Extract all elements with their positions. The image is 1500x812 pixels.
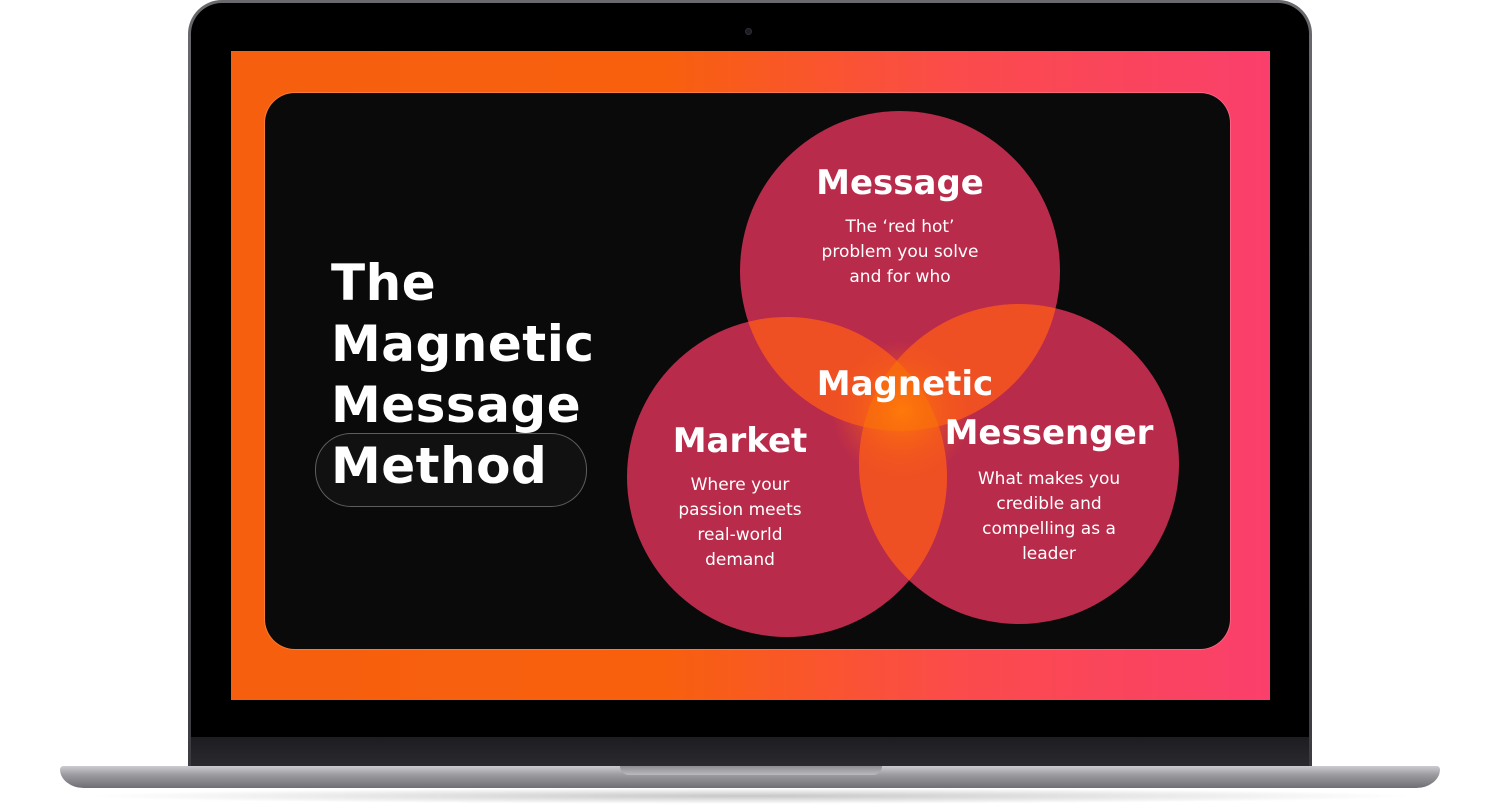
description-line: What makes you [977, 469, 1121, 489]
venn-center-label: Magnetic [816, 364, 994, 404]
venn-description-message: The ‘red hot’ problem you solve and for … [790, 215, 1010, 290]
title-line: The [331, 254, 437, 312]
title-line-highlighted: Method [331, 437, 548, 495]
title-line: Message [331, 376, 582, 434]
laptop-shadow [80, 788, 1420, 804]
venn-description-messenger: What makes you credible and compelling a… [919, 467, 1179, 567]
description-line: problem you solve [821, 242, 979, 262]
description-line: demand [705, 550, 775, 570]
venn-label-messenger: Messenger [944, 413, 1154, 453]
laptop-opening-notch [620, 766, 882, 775]
venn-market-text: Market Where your passion meets real-wor… [640, 421, 840, 573]
venn-messenger-text: Messenger What makes you credible and co… [919, 413, 1179, 567]
title-line: Magnetic [331, 315, 595, 373]
laptop-screen: The Magnetic Message Method [231, 51, 1270, 700]
description-line: leader [1022, 544, 1076, 564]
description-line: Where your [690, 475, 790, 495]
laptop-hinge [191, 737, 1309, 767]
venn-diagram [627, 111, 1179, 637]
venn-label-message: Message [816, 163, 984, 203]
slide-title: The Magnetic Message Method [331, 253, 594, 497]
description-line: and for who [849, 267, 951, 287]
venn-label-market: Market [672, 421, 808, 461]
presentation-slide: The Magnetic Message Method [265, 93, 1230, 649]
venn-description-market: Where your passion meets real-world dema… [640, 473, 840, 573]
description-line: real-world [697, 525, 783, 545]
description-line: credible and [996, 494, 1102, 514]
webcam-icon [745, 28, 752, 35]
venn-center-glow [832, 341, 972, 481]
description-line: compelling as a [982, 519, 1116, 539]
title-highlight-pill [315, 433, 587, 507]
laptop-base [60, 766, 1440, 788]
description-line: The ‘red hot’ [845, 217, 955, 237]
venn-message-text: Message The ‘red hot’ problem you solve … [790, 163, 1010, 290]
description-line: passion meets [678, 500, 802, 520]
